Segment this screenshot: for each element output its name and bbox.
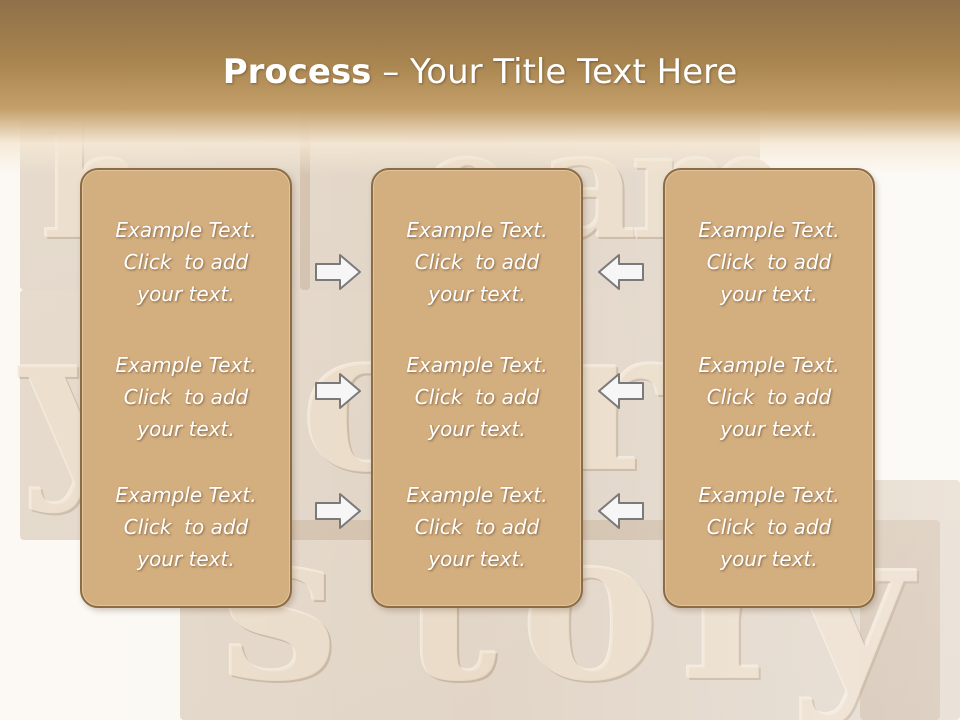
text-line: Example Text. (406, 218, 548, 242)
text-line: your text. (428, 547, 526, 571)
text-line: your text. (137, 282, 235, 306)
text-line: Example Text. (115, 353, 257, 377)
text-line: your text. (137, 547, 235, 571)
text-line: Click to add (123, 515, 249, 539)
placeholder-text-block[interactable]: Example Text. Click to add your text. (665, 479, 873, 575)
right-arrow-icon[interactable] (314, 252, 362, 292)
text-line: Example Text. (115, 483, 257, 507)
placeholder-text-block[interactable]: Example Text. Click to add your text. (82, 349, 290, 445)
text-line: your text. (428, 417, 526, 441)
text-line: your text. (137, 417, 235, 441)
placeholder-text-block[interactable]: Example Text. Click to add your text. (82, 214, 290, 310)
text-line: your text. (720, 282, 818, 306)
text-line: Click to add (706, 250, 832, 274)
text-line: Example Text. (698, 483, 840, 507)
left-arrow-icon[interactable] (597, 371, 645, 411)
title-rest-part: – Your Title Text Here (371, 52, 738, 92)
right-arrow-icon[interactable] (314, 491, 362, 531)
text-line: Example Text. (115, 218, 257, 242)
text-line: Click to add (706, 515, 832, 539)
text-line: your text. (428, 282, 526, 306)
title-bold-part: Process (222, 52, 372, 92)
header-band (0, 0, 960, 175)
text-line: Click to add (414, 385, 540, 409)
text-line: Example Text. (698, 353, 840, 377)
placeholder-text-block[interactable]: Example Text. Click to add your text. (665, 349, 873, 445)
process-box-left[interactable]: Example Text. Click to add your text. Ex… (80, 168, 292, 608)
text-line: Click to add (123, 385, 249, 409)
text-line: Click to add (414, 250, 540, 274)
slide-title[interactable]: Process – Your Title Text Here (0, 52, 960, 92)
text-line: your text. (720, 417, 818, 441)
text-line: Click to add (123, 250, 249, 274)
placeholder-text-block[interactable]: Example Text. Click to add your text. (373, 349, 581, 445)
right-arrow-icon[interactable] (314, 371, 362, 411)
text-line: Click to add (706, 385, 832, 409)
bg-type-block (860, 480, 960, 720)
process-box-middle[interactable]: Example Text. Click to add your text. Ex… (371, 168, 583, 608)
left-arrow-icon[interactable] (597, 252, 645, 292)
text-line: Example Text. (406, 353, 548, 377)
placeholder-text-block[interactable]: Example Text. Click to add your text. (373, 214, 581, 310)
placeholder-text-block[interactable]: Example Text. Click to add your text. (665, 214, 873, 310)
text-line: Click to add (414, 515, 540, 539)
placeholder-text-block[interactable]: Example Text. Click to add your text. (82, 479, 290, 575)
text-line: Example Text. (406, 483, 548, 507)
text-line: Example Text. (698, 218, 840, 242)
placeholder-text-block[interactable]: Example Text. Click to add your text. (373, 479, 581, 575)
text-line: your text. (720, 547, 818, 571)
left-arrow-icon[interactable] (597, 491, 645, 531)
process-box-right[interactable]: Example Text. Click to add your text. Ex… (663, 168, 875, 608)
